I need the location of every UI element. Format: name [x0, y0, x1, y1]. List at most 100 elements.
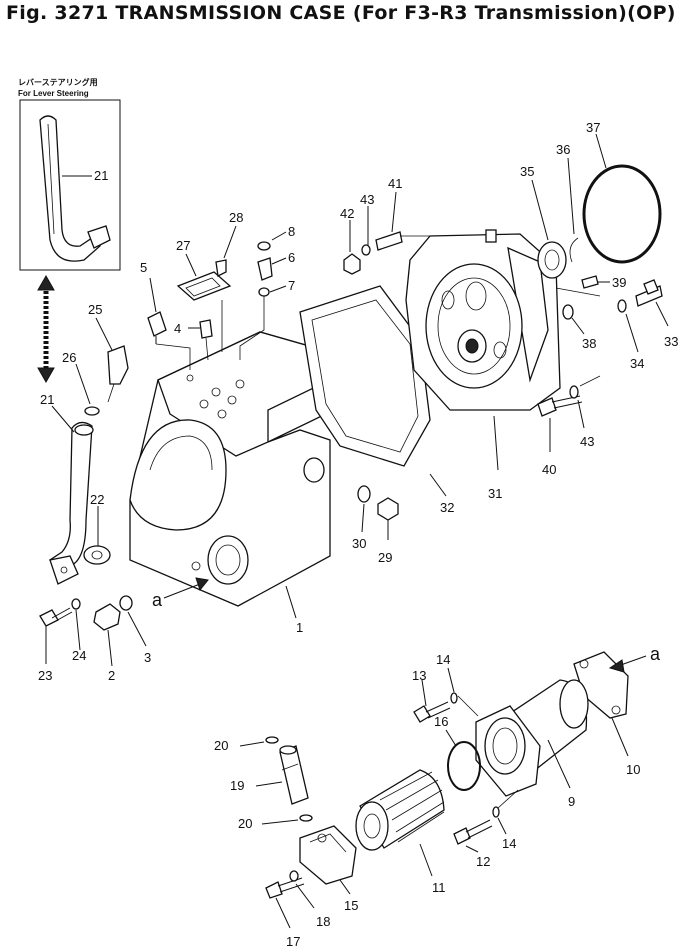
label-14-top: 14: [436, 652, 450, 667]
case-side-hole: [207, 535, 249, 585]
inset-caption-en: For Lever Steering: [18, 89, 89, 98]
o-ring-38: [562, 304, 574, 320]
label-20-bottom: 20: [238, 816, 252, 831]
o-ring-8: [257, 241, 271, 251]
label-38: 38: [582, 336, 596, 351]
label-1: 1: [296, 620, 303, 635]
label-40: 40: [542, 462, 556, 477]
label-27: 27: [176, 238, 190, 253]
label-17: 17: [286, 934, 300, 946]
pipe-19: [279, 745, 309, 805]
pin-39: [581, 275, 599, 289]
fasteners-41-43: 41 43 42: [340, 176, 430, 275]
pipe-19-group: 20 19 20: [214, 736, 313, 831]
switch-5: [147, 311, 167, 337]
o-ring-37: [582, 164, 662, 264]
label-12: 12: [476, 854, 490, 869]
lever-steering-inset: レバーステアリング用 For Lever Steering 21: [18, 77, 121, 271]
o-ring-16: [447, 741, 481, 791]
cover-31: 31: [405, 229, 561, 501]
bearing-35: [537, 241, 567, 279]
label-39: 39: [612, 275, 626, 290]
label-22: 22: [90, 492, 104, 507]
label-28: 28: [229, 210, 243, 225]
label-15: 15: [344, 898, 358, 913]
bolt-23-head: [39, 609, 59, 627]
label-7: 7: [288, 278, 295, 293]
bolt-41: [375, 231, 403, 251]
gasket-32: [299, 285, 431, 467]
label-3: 3: [144, 650, 151, 665]
label-14-bottom: 14: [502, 836, 516, 851]
label-41: 41: [388, 176, 402, 191]
inset-pipe: [39, 115, 101, 262]
label-24: 24: [72, 648, 86, 663]
transmission-case-1: 1: [129, 331, 331, 635]
label-37: 37: [586, 120, 600, 135]
label-4: 4: [174, 321, 181, 336]
bolt-40-head: [537, 397, 557, 417]
washer-34: [617, 299, 627, 313]
washer-30: [357, 485, 371, 503]
washer-14-bottom: [492, 806, 500, 818]
washer-43-bottom: [569, 385, 579, 399]
label-16: 16: [434, 714, 448, 729]
washer-24: [71, 598, 81, 610]
label-21-main: 21: [40, 392, 54, 407]
o-ring-20-bottom: [299, 814, 313, 822]
right-fasteners: 39 38 34 33: [555, 275, 678, 371]
ref-a-left: a: [152, 590, 163, 610]
pipe-21: [49, 421, 93, 571]
plug-28: [215, 259, 227, 277]
bolt-13-head: [413, 705, 431, 723]
label-26: 26: [62, 350, 76, 365]
label-43-top: 43: [360, 192, 374, 207]
label-6: 6: [288, 250, 295, 265]
label-5: 5: [140, 260, 147, 275]
label-36: 36: [556, 142, 570, 157]
ref-a-right: a: [650, 644, 661, 664]
label-31: 31: [488, 486, 502, 501]
gasket-22: [83, 545, 111, 565]
reference-a-right: a: [608, 644, 661, 673]
bearing-group: 35 36 37: [520, 120, 662, 279]
inset-caption-jp: レバーステアリング用: [18, 77, 98, 87]
cover-27: [176, 271, 232, 301]
replacement-arrow: [37, 274, 55, 384]
o-ring-26: [84, 406, 100, 416]
filter-case-9: 9: [475, 679, 589, 809]
fasteners-40-43: 40 43: [537, 375, 601, 477]
case-opening: [129, 419, 227, 531]
label-20-top: 20: [214, 738, 228, 753]
bolt-12-head: [453, 827, 471, 845]
bolt-17-head: [265, 881, 283, 899]
label-11: 11: [432, 880, 446, 895]
label-8: 8: [288, 224, 295, 239]
inset-frame: [19, 99, 121, 271]
label-18: 18: [316, 914, 330, 929]
sensor-25: [107, 345, 129, 385]
label-29: 29: [378, 550, 392, 565]
label-19: 19: [230, 778, 244, 793]
label-21-inset: 21: [94, 168, 108, 183]
label-2: 2: [108, 668, 115, 683]
label-35: 35: [520, 164, 534, 179]
nut-42: [343, 253, 361, 275]
o-ring-7: [258, 287, 270, 297]
label-33: 33: [664, 334, 678, 349]
label-10: 10: [626, 762, 640, 777]
label-42: 42: [340, 206, 354, 221]
inset-pipe-flange: [87, 225, 111, 249]
filter-element-11: 11: [355, 769, 446, 895]
fitting-6: [257, 257, 273, 281]
washer-18: [289, 870, 299, 882]
label-9: 9: [568, 794, 575, 809]
bolt-29: [377, 497, 399, 521]
label-23: 23: [38, 668, 52, 683]
label-34: 34: [630, 356, 644, 371]
o-ring-20-top: [265, 736, 279, 744]
label-30: 30: [352, 536, 366, 551]
label-32: 32: [440, 500, 454, 515]
pipe-21-flange: [49, 555, 79, 585]
